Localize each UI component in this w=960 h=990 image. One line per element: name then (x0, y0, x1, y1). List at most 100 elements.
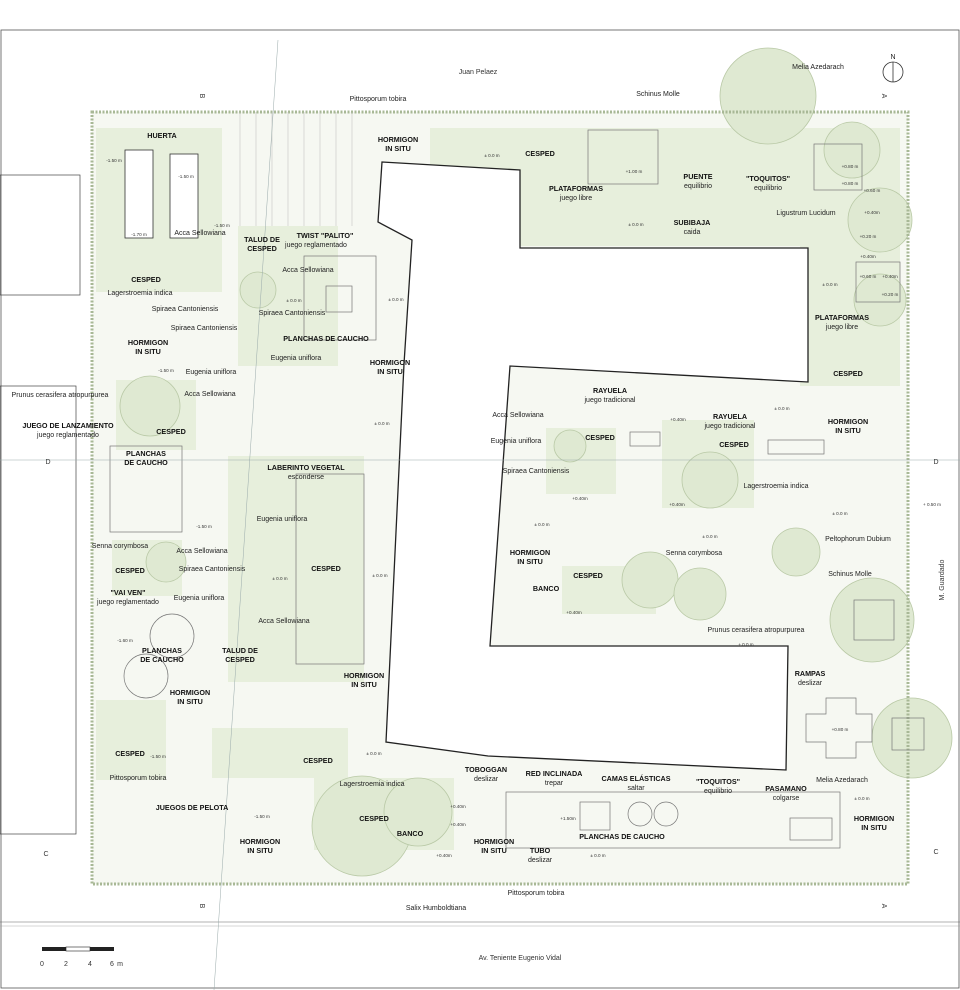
species-lagerstroemia: Lagerstroemia indica (744, 483, 809, 490)
species-pittosporum: Pittosporum tobira (350, 96, 407, 103)
axis-c-right: C (933, 849, 938, 856)
species-eugenia: Eugenia uniflora (271, 355, 322, 362)
axis-c-left: C (43, 851, 48, 858)
species-salix: Salix Humboldtiana (406, 905, 466, 912)
label-planchas: PLANCHAS (126, 449, 166, 458)
label-pasamano: PASAMANO (765, 784, 807, 793)
species-ligustrum: Ligustrum Lucidum (776, 210, 835, 217)
label-deslizar: deslizar (528, 857, 553, 864)
label-hormigon: HORMIGON (828, 417, 868, 426)
label-juego-reglamentado: juego reglamentado (284, 242, 347, 249)
pasamano (789, 817, 833, 841)
laberinto (295, 473, 365, 665)
level: + 0.50 m (923, 502, 941, 507)
species-spiraea: Spiraea Cantoniensis (179, 566, 246, 573)
label-hormigon: HORMIGON (510, 548, 550, 557)
level: +0.40m (669, 502, 685, 507)
label-juego-libre: juego libre (559, 195, 592, 202)
species-schinus: Schinus Molle (828, 571, 872, 578)
level: +0.40m (450, 822, 466, 827)
species-senna: Senna corymbosa (92, 543, 149, 550)
label-esconderse: esconderse (288, 474, 324, 481)
level: ± 0.0 m (388, 297, 403, 302)
label-laberinto-vegetal: LABERINTO VEGETAL (267, 463, 345, 472)
lawn-huerta (96, 128, 222, 292)
label-in-situ: IN SITU (835, 426, 861, 435)
label-puente: PUENTE (683, 172, 712, 181)
species-lagerstroemia: Lagerstroemia indica (340, 781, 405, 788)
species-acca: Acca Sellowiana (184, 391, 235, 398)
label-twist-palito: TWIST "PALITO" (297, 231, 354, 240)
label-saltar: saltar (627, 785, 645, 792)
label-in-situ: IN SITU (377, 367, 403, 376)
label-planchas-de-caucho: PLANCHAS DE CAUCHO (283, 334, 369, 343)
rayuela-1 (629, 431, 661, 447)
level: -1.50 m (214, 223, 230, 228)
level: +0.40m (882, 274, 898, 279)
label-cesped: CESPED (525, 149, 555, 158)
tree-pit (853, 599, 895, 641)
species-eugenia: Eugenia uniflora (186, 369, 237, 376)
label-cesped: CESPED (311, 564, 341, 573)
label-toquitos: "TOQUITOS" (696, 777, 740, 786)
label-in-situ: IN SITU (517, 557, 543, 566)
level: +0.80 m (832, 727, 849, 732)
label-cesped: CESPED (719, 440, 749, 449)
label-cesped: CESPED (115, 566, 145, 575)
label-hormigon: HORMIGON (854, 814, 894, 823)
label-toquitos: "TOQUITOS" (746, 174, 790, 183)
axis-a-top: A (880, 94, 887, 99)
level: ± 0.0 m (484, 153, 499, 158)
axis-d-right: D (933, 459, 938, 466)
scale-tick-0: 0 (40, 961, 44, 968)
level: ± 0.0 m (534, 522, 549, 527)
label-banco: BANCO (533, 584, 560, 593)
plataforma-north (587, 129, 659, 185)
tree-melia (719, 47, 817, 145)
level: ± 0.0 m (702, 534, 717, 539)
label-rayuela: RAYUELA (593, 386, 627, 395)
axis-a-bottom: A (880, 904, 887, 909)
zone-labels: HUERTA CESPED HORMIGON IN SITU TALUD DE … (22, 131, 894, 864)
level: +0.40m (860, 254, 876, 259)
label-cesped: CESPED (359, 814, 389, 823)
species-labels: Pittosporum tobira Schinus Molle Melia A… (12, 64, 891, 912)
level: -1.50 m (150, 754, 166, 759)
label-cesped: CESPED (131, 275, 161, 284)
lawn-south (212, 728, 348, 778)
level: ± 0.0 m (286, 298, 301, 303)
twist-palito (303, 255, 377, 341)
level: ± 0.0 m (372, 573, 387, 578)
species-prunus: Prunus cerasifera atropurpurea (12, 392, 109, 399)
shrub-spiraea (239, 271, 277, 309)
label-cesped: CESPED (225, 655, 255, 664)
label-colgarse: colgarse (773, 795, 800, 802)
entry-ramp-lines (239, 112, 353, 226)
tree-senna (145, 541, 187, 583)
tree-lagerstroemia (681, 451, 739, 509)
level: +0.60 m (864, 188, 881, 193)
tree (853, 273, 907, 327)
label-in-situ: IN SITU (481, 846, 507, 855)
species-acca: Acca Sellowiana (258, 618, 309, 625)
label-cesped: CESPED (156, 427, 186, 436)
level: ± 0.0 m (822, 282, 837, 287)
scale-bar: 0 2 4 6 m (40, 946, 123, 968)
axis-d-left: D (45, 459, 50, 466)
species-spiraea: Spiraea Cantoniensis (503, 468, 570, 475)
label-cesped: CESPED (833, 369, 863, 378)
species-senna: Senna corymbosa (666, 550, 723, 557)
level: +0.40m (450, 804, 466, 809)
label-plataformas: PLATAFORMAS (815, 313, 869, 322)
label-juego-de-lanzamiento: JUEGO DE LANZAMIENTO (22, 421, 114, 430)
label-in-situ: IN SITU (135, 347, 161, 356)
label-talud-de: TALUD DE (222, 646, 258, 655)
tree-schinus (829, 577, 915, 663)
level: ± 0.0 m (832, 511, 847, 516)
label-juegos-de-pelota: JUEGOS DE PELOTA (156, 803, 229, 812)
species-acca: Acca Sellowiana (174, 230, 225, 237)
species-spiraea: Spiraea Cantoniensis (171, 325, 238, 332)
label-red-inclinada: RED INCLINADA (526, 769, 583, 778)
label-hormigon: HORMIGON (240, 837, 280, 846)
